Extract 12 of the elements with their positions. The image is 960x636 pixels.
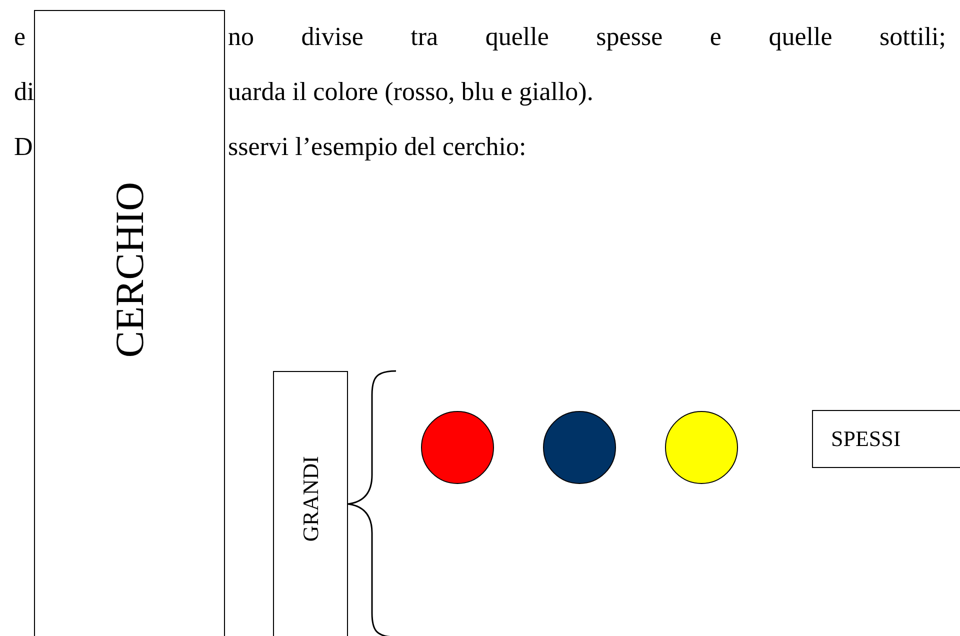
label-box — [34, 10, 225, 636]
body-text: D — [14, 132, 33, 162]
body-text: e — [14, 22, 26, 52]
label-box — [273, 371, 348, 636]
label-box — [812, 410, 960, 468]
body-text: uarda il colore (rosso, blu e giallo). — [228, 77, 594, 107]
body-text: sservi l’esempio del cerchio: — [228, 132, 526, 162]
body-text: di — [14, 77, 34, 107]
box-label: GRANDI — [298, 456, 324, 542]
box-label: CERCHIO — [106, 182, 153, 358]
box-label: SPESSI — [831, 426, 901, 452]
body-text: no divise tra quelle spesse e quelle sottili; — [228, 22, 946, 52]
